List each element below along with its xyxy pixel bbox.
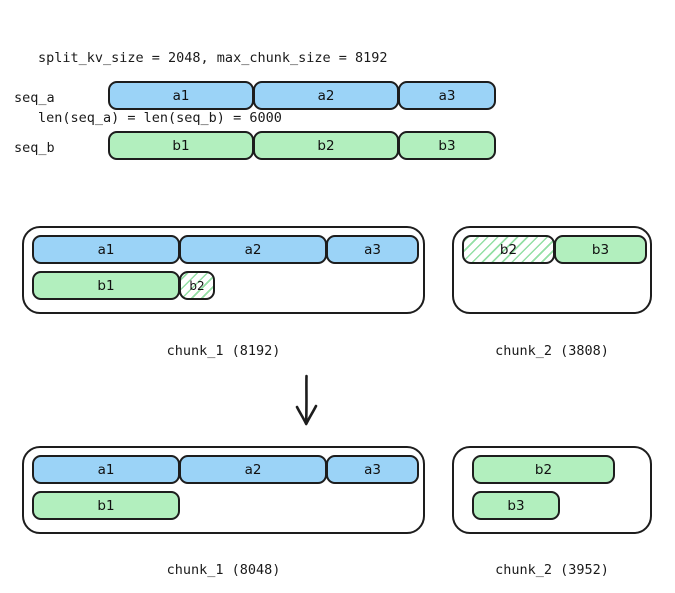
seq-b-label: seq_b — [14, 140, 55, 156]
seq-a-block-a1-label: a1 — [172, 87, 190, 104]
down-arrow-icon — [286, 374, 326, 428]
before-chunk-2-container: b2 b3 — [452, 226, 652, 314]
after-chunk-2-b2-label: b2 — [534, 461, 553, 478]
before-chunk-1-b1-label: b1 — [97, 277, 115, 294]
before-chunk-1-a1: a1 — [32, 235, 180, 264]
after-chunk-1-a1: a1 — [32, 455, 180, 484]
before-chunk-2-label: chunk_2 (3808) — [495, 343, 609, 359]
seq-a-label: seq_a — [14, 90, 55, 106]
after-chunk-1-a2-label: a2 — [244, 461, 262, 478]
seq-a-block-a3: a3 — [398, 81, 496, 110]
after-chunk-1-a3: a3 — [326, 455, 419, 484]
seq-a-block-a3-label: a3 — [438, 87, 456, 104]
seq-b-block-b2-label: b2 — [317, 137, 335, 154]
param-line-1: split_kv_size = 2048, max_chunk_size = 8… — [38, 50, 388, 66]
seq-b-block-b1-label: b1 — [172, 137, 190, 154]
after-chunk-1-a3-label: a3 — [364, 461, 381, 478]
before-chunk-1-a2-label: a2 — [244, 241, 262, 258]
before-chunk-1-a1-label: a1 — [97, 241, 115, 258]
before-chunk-1-b2-hatched: b2 — [179, 271, 215, 300]
after-chunk-1-b1-label: b1 — [97, 497, 115, 514]
before-chunk-2-b3-label: b3 — [591, 241, 610, 258]
after-chunk-1-label: chunk_1 (8048) — [166, 562, 281, 578]
param-line-2: len(seq_a) = len(seq_b) = 6000 — [38, 110, 282, 126]
seq-b-block-b3-label: b3 — [438, 137, 456, 154]
before-chunk-2-b2-hatched: b2 — [462, 235, 555, 264]
seq-a-block-a1: a1 — [108, 81, 254, 110]
before-chunk-1-a2: a2 — [179, 235, 327, 264]
seq-b-block-b3: b3 — [398, 131, 496, 160]
parameter-header: split_kv_size = 2048, max_chunk_size = 8… — [38, 8, 388, 148]
after-chunk-2-b2: b2 — [472, 455, 615, 484]
after-chunk-1-a1-label: a1 — [97, 461, 115, 478]
before-chunk-1-a3: a3 — [326, 235, 419, 264]
before-chunk-1-b1: b1 — [32, 271, 180, 300]
after-chunk-1-container: a1 a2 a3 b1 — [22, 446, 425, 534]
before-chunk-1-container: a1 a2 a3 b1 b2 — [22, 226, 425, 314]
seq-b-block-b1: b1 — [108, 131, 254, 160]
before-chunk-1-b2-label: b2 — [189, 278, 205, 293]
after-chunk-2-label: chunk_2 (3952) — [495, 562, 609, 578]
after-chunk-1-b1: b1 — [32, 491, 180, 520]
before-chunk-2-b2-label: b2 — [499, 241, 518, 258]
after-chunk-2-b3: b3 — [472, 491, 560, 520]
before-chunk-2-b3: b3 — [554, 235, 647, 264]
seq-a-block-a2: a2 — [253, 81, 399, 110]
seq-b-block-b2: b2 — [253, 131, 399, 160]
after-chunk-1-a2: a2 — [179, 455, 327, 484]
before-chunk-1-label: chunk_1 (8192) — [166, 343, 281, 359]
after-chunk-2-container: b2 b3 — [452, 446, 652, 534]
after-chunk-2-b3-label: b3 — [507, 497, 525, 514]
seq-a-block-a2-label: a2 — [317, 87, 335, 104]
before-chunk-1-a3-label: a3 — [364, 241, 381, 258]
